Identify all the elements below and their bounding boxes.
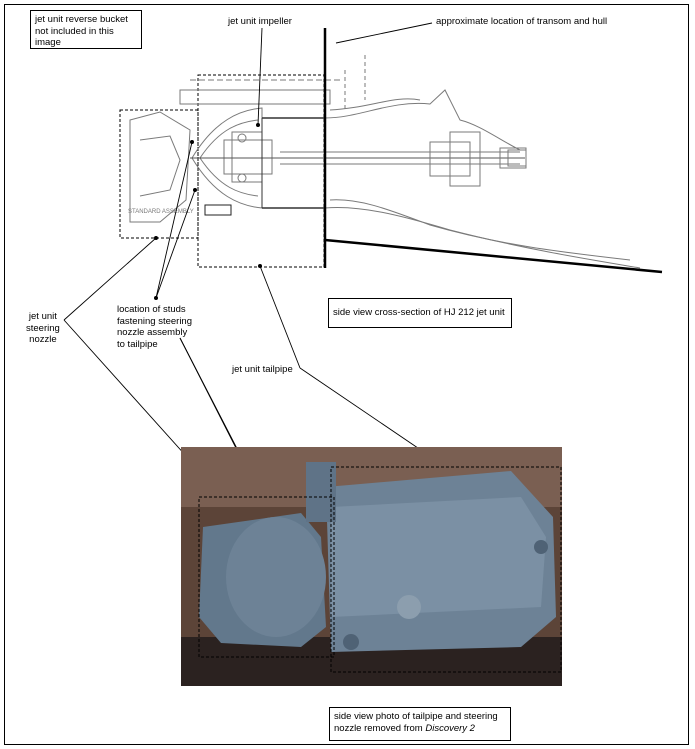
impeller-label: jet unit impeller (228, 16, 292, 27)
reverse-bucket-text-2: not included in this (35, 25, 114, 37)
reverse-bucket-text-1: jet unit reverse bucket (35, 14, 128, 25)
steering-nozzle-text-3: nozzle (29, 334, 57, 345)
studs-text-1: location of studs (117, 304, 186, 315)
photo-caption-italic: Discovery 2 (425, 722, 475, 734)
steering-nozzle-label: jet unit steering nozzle (26, 311, 60, 346)
studs-label: location of studs fastening steering noz… (117, 304, 192, 350)
hull-line (324, 238, 663, 274)
reverse-bucket-box (119, 109, 199, 239)
cross-section-caption: side view cross-section of HJ 212 jet un… (328, 298, 512, 328)
reverse-bucket-text-3: image (35, 37, 61, 48)
studs-text-4: to tailpipe (117, 338, 158, 350)
steering-nozzle-text-1: jet unit (28, 311, 57, 322)
jet-unit-photo (181, 447, 562, 686)
studs-text-3: nozzle assembly (117, 327, 188, 338)
studs-text-2: fastening steering (117, 315, 192, 327)
transom-label: approximate location of transom and hull (436, 16, 608, 27)
drawing-text: STANDARD ASSEMBLY (128, 209, 194, 215)
photo-caption-text-2: nozzle removed from Discovery 2 (334, 723, 506, 735)
figure-frame (4, 4, 689, 745)
reverse-bucket-label: jet unit reverse bucket not included in … (30, 10, 142, 49)
photo-caption-prefix: nozzle removed from (334, 722, 426, 734)
steering-nozzle-text-2: steering (26, 322, 60, 334)
tailpipe-label: jet unit tailpipe (232, 364, 293, 375)
photo-caption: side view photo of tailpipe and steering… (329, 707, 511, 741)
photo-caption-text-1: side view photo of tailpipe and steering (334, 711, 498, 722)
